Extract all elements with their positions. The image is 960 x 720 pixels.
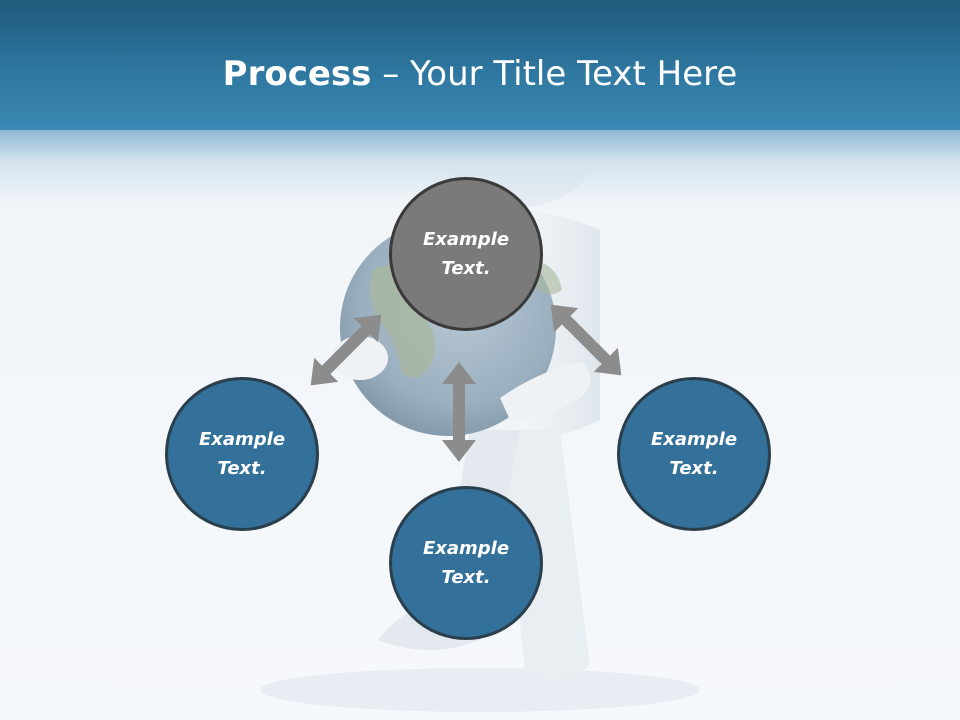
node-right-line2: Text.: [669, 458, 719, 479]
node-top-line2: Text.: [441, 258, 491, 279]
node-left-line2: Text.: [217, 458, 267, 479]
slide-title: Process – Your Title Text Here: [0, 52, 960, 96]
title-rest: Your Title Text Here: [410, 54, 738, 94]
node-left-label: Example Text.: [182, 425, 302, 483]
double-headed-arrow-icon: [442, 362, 476, 462]
node-left-line1: Example: [198, 429, 286, 450]
node-bottom[interactable]: Example Text.: [389, 486, 543, 640]
node-right[interactable]: Example Text.: [617, 377, 771, 531]
node-bottom-line1: Example: [422, 538, 510, 559]
node-right-label: Example Text.: [634, 425, 754, 483]
node-top-label: Example Text.: [406, 225, 526, 283]
node-bottom-label: Example Text.: [406, 534, 526, 592]
double-headed-arrow-icon: [550, 304, 622, 376]
node-top-line1: Example: [422, 229, 510, 250]
title-bar: [0, 0, 960, 130]
double-headed-arrow-icon: [310, 314, 382, 386]
node-left[interactable]: Example Text.: [165, 377, 319, 531]
node-top[interactable]: Example Text.: [389, 177, 543, 331]
title-separator: –: [371, 54, 411, 94]
title-bold: Process: [222, 54, 372, 94]
node-bottom-line2: Text.: [441, 567, 491, 588]
node-right-line1: Example: [650, 429, 738, 450]
